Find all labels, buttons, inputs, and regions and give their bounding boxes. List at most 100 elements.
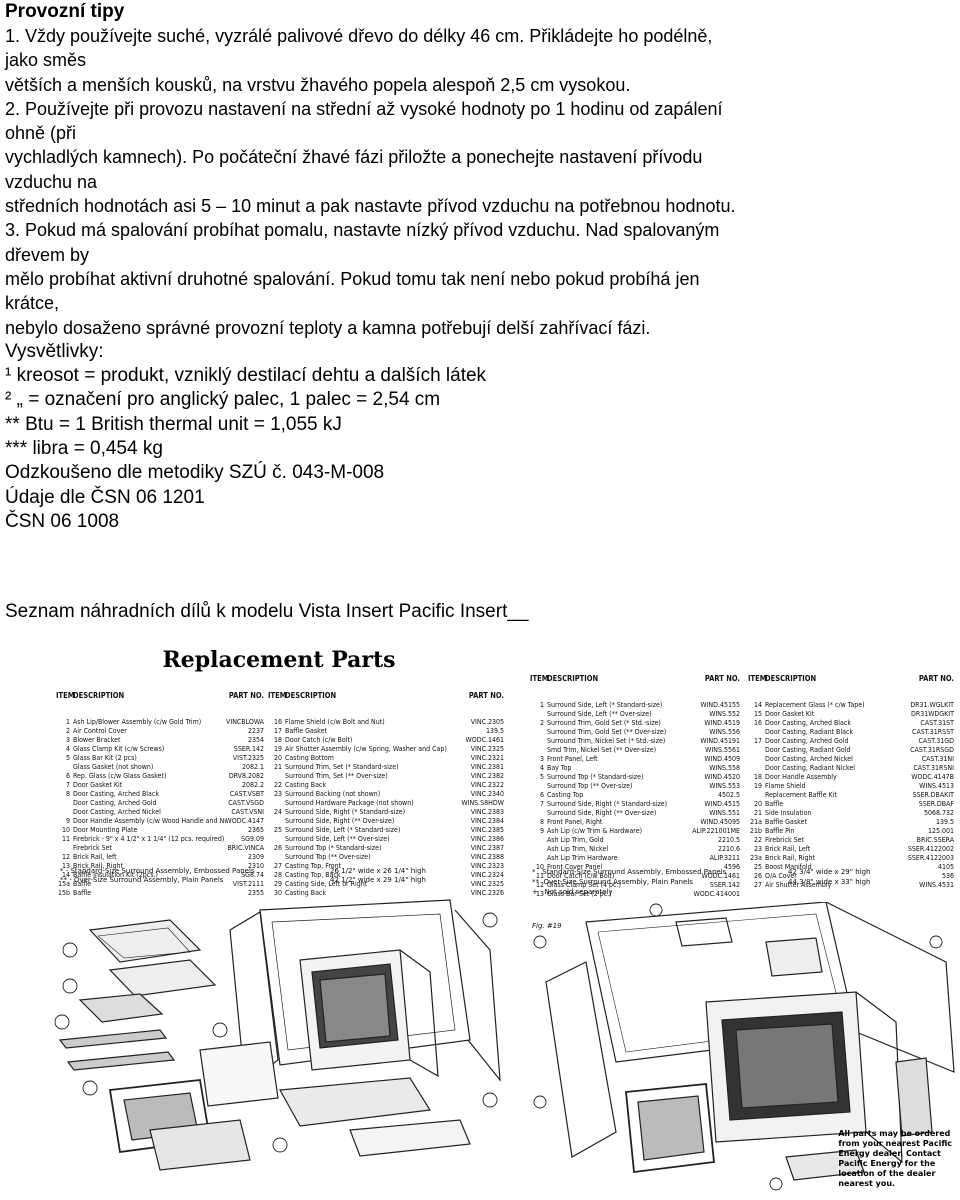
item-number: 28	[273, 871, 282, 879]
part-number: DR31.WGLKIT	[910, 701, 954, 709]
item-number: 7	[65, 781, 70, 789]
part-number: DR31WDGKIT	[910, 710, 954, 718]
footnote-text: ** - Over-Size Surround Assembly, Plain …	[60, 876, 224, 884]
text-line: dřevem by	[5, 244, 90, 265]
item-number	[748, 755, 765, 764]
item-description: Brick Rail, Right	[73, 862, 123, 870]
part-number: 2082.1	[241, 763, 264, 771]
item-number: 24	[273, 808, 282, 816]
part-number: WIND.45095	[700, 818, 740, 826]
item-number: 9	[65, 817, 70, 825]
item-description: Baffle	[73, 889, 92, 897]
item-description: Door Handle Assembly	[765, 773, 837, 781]
part-number: WINS.S8HDW	[461, 799, 504, 807]
item-number: 19	[273, 745, 282, 753]
item-number: 21a	[750, 818, 762, 826]
table-row: Surround Side, Left (** Over-size)WINS.5…	[530, 710, 740, 719]
table-row: Surround Trim, Nickel Set (* Std.-size)W…	[530, 737, 740, 746]
item-description: Boost Manifold	[765, 863, 812, 871]
legend-line: Údaje dle ČSN 06 1201	[5, 486, 205, 508]
item-number: 6	[539, 791, 544, 799]
part-number: BRIC.VINCA	[227, 844, 264, 852]
item-description: Surround Top (* Standard-size)	[285, 844, 382, 852]
item-description: Door Mounting Plate	[73, 826, 138, 834]
item-description: Side Insulation	[765, 809, 812, 817]
part-number: CAST.31NI	[921, 755, 954, 763]
footnote-size: 44 3/8" wide x 33" high	[788, 878, 870, 887]
part-number: 2310	[247, 862, 264, 870]
legend-title: Vysvětlivky:	[5, 340, 104, 362]
item-description: Flame Shield	[765, 782, 806, 790]
item-description: Glass Gasket (not shown)	[73, 763, 154, 771]
part-number: VINC.2325	[470, 880, 504, 888]
item-number	[268, 772, 285, 781]
item-number: 10	[61, 826, 70, 834]
item-number: 5	[539, 773, 544, 781]
item-number	[268, 853, 285, 862]
item-description: Door Catch (c/w Bolt)	[285, 736, 353, 744]
part-number: 2210.6	[717, 845, 740, 853]
item-description: Casting Back	[285, 889, 327, 897]
item-description: Surround Side, Right (** Over-size)	[547, 809, 657, 817]
part-number: 139.5	[485, 727, 504, 735]
item-description: Ash Lip Trim, Nickel	[547, 845, 609, 853]
part-number: 4105	[937, 863, 954, 871]
item-number: 16	[273, 718, 282, 726]
text-line: 3. Pokud má spalování probíhat pomalu, n…	[5, 220, 720, 241]
item-number: 14	[753, 701, 762, 709]
item-number: 27	[273, 862, 282, 870]
col-item: ITEM	[56, 691, 75, 700]
table-row: Surround Trim, Set (** Over-size)VINC.23…	[268, 772, 504, 781]
item-description: Door Casting, Arched Black	[73, 790, 159, 798]
item-number	[530, 836, 547, 845]
item-number: 2	[539, 719, 544, 727]
part-number: SSER.142	[709, 881, 740, 889]
part-number: VINC.2383	[470, 808, 504, 816]
item-number: 15b	[57, 889, 70, 897]
item-description: Brick Rail, Right	[765, 854, 815, 862]
part-number: VIST.2111	[232, 880, 264, 888]
exploded-view-drawing-right	[533, 902, 955, 1191]
legend-line: ² „ = označení pro anglický palec, 1 pal…	[5, 389, 441, 411]
part-number: CAST.31GD	[918, 737, 954, 745]
footnote-text: 42 3/4" wide x 29" high	[788, 868, 871, 876]
footnote-text: + Not sold separately	[532, 888, 613, 896]
item-number: 3	[539, 755, 544, 763]
item-description: Ash Lip Trim, Gold	[547, 836, 604, 844]
legend: Vysvětlivky: ¹ kreosot = produkt, vznikl…	[5, 340, 955, 534]
part-number: SSER.142	[233, 745, 264, 753]
item-description: Door Handle Assembly (c/w Wood Handle an…	[73, 817, 226, 825]
table-row: Surround Side, Left (** Over-size)VINC.2…	[268, 835, 504, 844]
item-description: Baffle Gasket	[285, 727, 327, 735]
part-number: CAST.31RSGD	[910, 746, 954, 754]
part-number: VINC.2385	[470, 826, 504, 834]
item-number: 10	[535, 863, 544, 871]
item-description: Surround Side, Left (** Over-size)	[285, 835, 390, 843]
item-number	[530, 710, 547, 719]
item-number	[530, 845, 547, 854]
part-number: 4596	[723, 863, 740, 871]
item-number: 13	[61, 862, 70, 870]
part-number: CAST.31RSST	[912, 728, 954, 736]
item-description: Front Panel, Right	[547, 818, 603, 826]
